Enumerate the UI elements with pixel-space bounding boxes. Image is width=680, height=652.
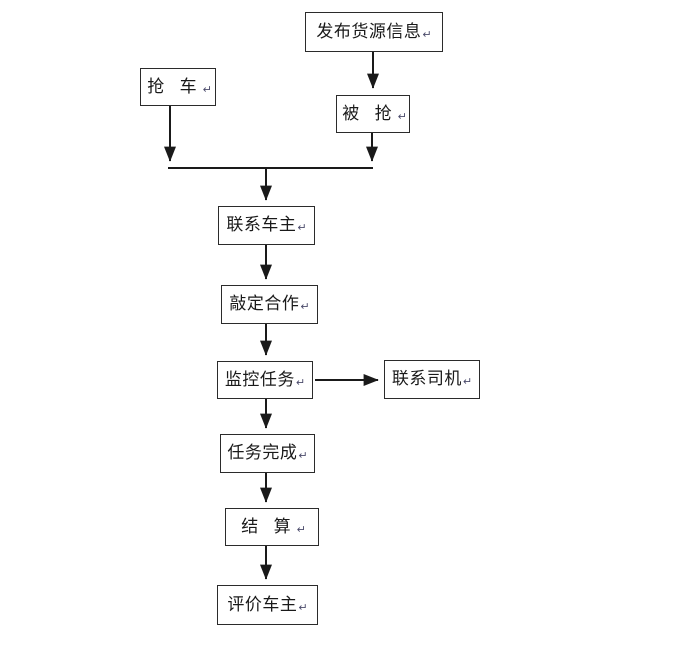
node-task-complete[interactable]: 任务完成↵: [220, 434, 315, 473]
node-been-grabbed-label: 被 抢: [342, 103, 397, 124]
node-grab-truck-label: 抢 车: [147, 76, 202, 97]
node-settle-deal-label: 敲定合作: [229, 294, 300, 314]
pilcrow-icon: ↵: [295, 375, 306, 389]
node-contact-driver-label: 联系司机: [391, 369, 462, 389]
pilcrow-icon: ↵: [397, 109, 407, 123]
node-been-grabbed[interactable]: 被 抢↵: [336, 95, 410, 133]
node-contact-owner[interactable]: 联系车主↵: [218, 206, 315, 245]
node-publish[interactable]: 发布货源信息↵: [305, 12, 443, 52]
node-monitor-task[interactable]: 监控任务↵: [217, 361, 313, 399]
pilcrow-icon: ↵: [296, 522, 306, 536]
node-settlement-label: 结 算: [241, 516, 296, 537]
pilcrow-icon: ↵: [298, 600, 308, 614]
node-grab-truck[interactable]: 抢 车↵: [140, 68, 216, 106]
node-contact-driver[interactable]: 联系司机↵: [384, 360, 480, 399]
pilcrow-icon: ↵: [297, 221, 307, 234]
node-contact-owner-label: 联系车主: [226, 215, 297, 235]
node-task-complete-label: 任务完成: [227, 443, 298, 463]
node-rate-owner[interactable]: 评价车主↵: [217, 585, 318, 625]
node-settle-deal[interactable]: 敲定合作↵: [221, 285, 318, 324]
node-monitor-task-label: 监控任务: [224, 369, 295, 390]
pilcrow-icon: ↵: [300, 300, 310, 313]
pilcrow-icon: ↵: [298, 449, 308, 462]
node-publish-label: 发布货源信息: [316, 21, 422, 42]
node-settlement[interactable]: 结 算↵: [225, 508, 319, 546]
pilcrow-icon: ↵: [422, 27, 432, 41]
pilcrow-icon: ↵: [462, 375, 473, 388]
node-rate-owner-label: 评价车主: [227, 594, 298, 615]
pilcrow-icon: ↵: [202, 82, 212, 96]
